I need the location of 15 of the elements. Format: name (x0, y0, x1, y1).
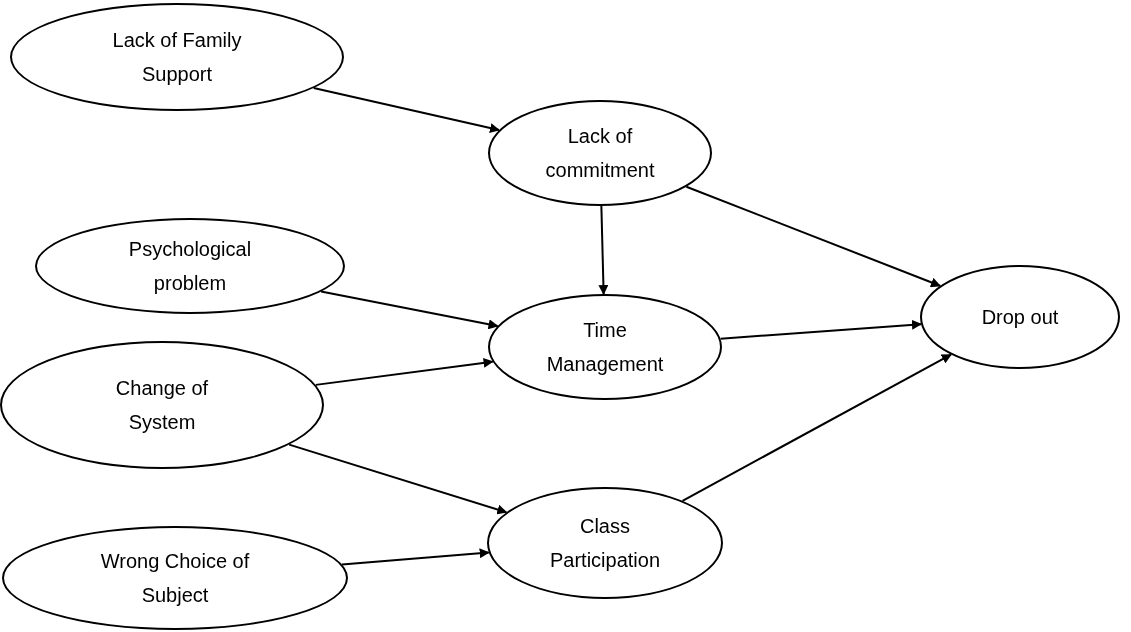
node-label: Change of System (114, 376, 210, 435)
node-label: Class Participation (548, 514, 662, 573)
node-label: Drop out (981, 305, 1059, 330)
arrow (685, 185, 942, 288)
arrow (312, 87, 500, 133)
arrow (598, 205, 609, 295)
node-label: Lack of Family Support (111, 28, 243, 87)
arrow (681, 353, 952, 502)
node-label: Lack of commitment (544, 124, 656, 183)
arrow (320, 290, 499, 330)
node-label: Wrong Choice of Subject (99, 549, 251, 608)
node-label: Psychological problem (127, 237, 253, 296)
arrow (288, 443, 508, 515)
node-label: Time Management (545, 318, 665, 377)
arrow (341, 548, 490, 566)
